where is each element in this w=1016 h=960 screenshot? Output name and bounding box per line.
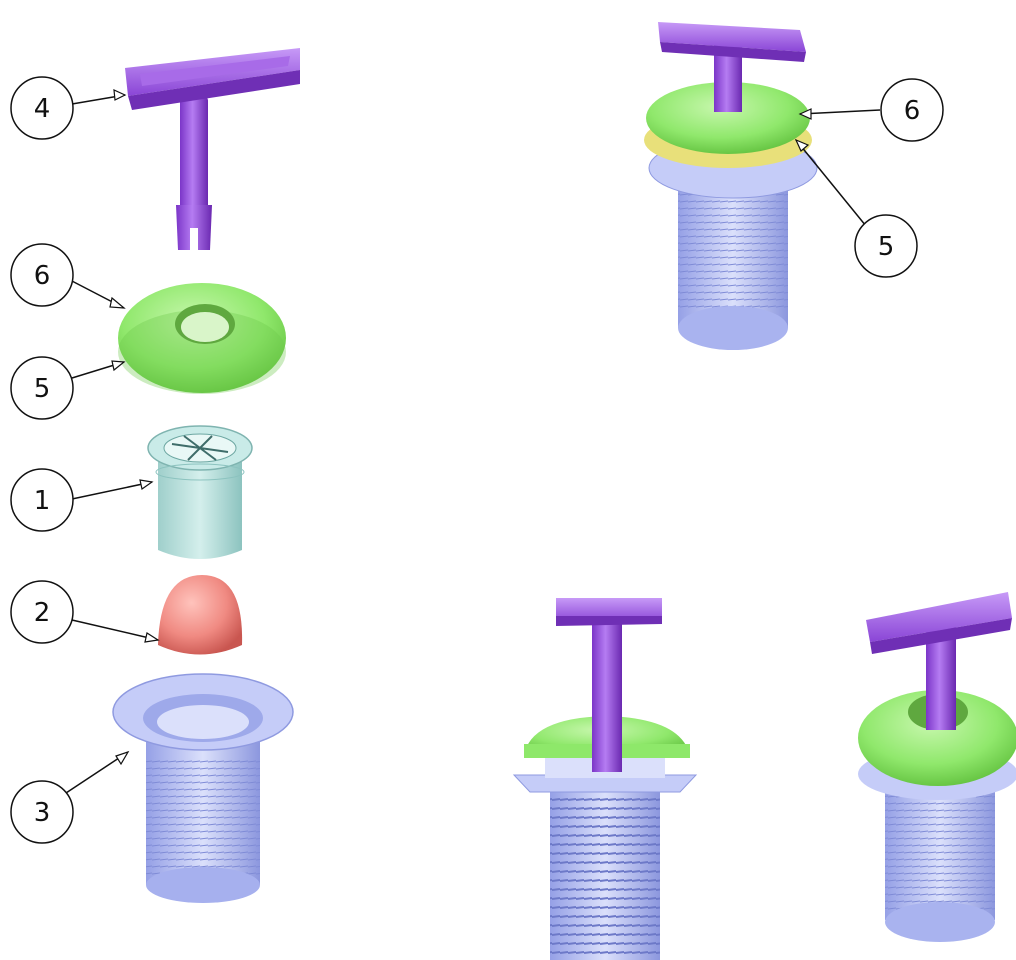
svg-text:1: 1 — [34, 486, 51, 516]
svg-text:2: 2 — [34, 598, 51, 628]
balloon-5-top: 5 — [794, 138, 918, 278]
balloon-3: 3 — [10, 750, 130, 844]
assembled-view-bottom-right — [858, 592, 1016, 942]
svg-text:6: 6 — [904, 96, 921, 126]
svg-text:6: 6 — [34, 261, 51, 291]
balloon-2: 2 — [10, 580, 160, 644]
part-body — [112, 673, 294, 903]
svg-text:5: 5 — [34, 374, 51, 404]
svg-text:4: 4 — [34, 94, 51, 124]
balloon-6: 6 — [10, 243, 126, 309]
balloon-4: 4 — [10, 76, 127, 140]
part-ball — [158, 575, 243, 655]
part-insert — [147, 425, 253, 559]
svg-text:5: 5 — [878, 232, 895, 262]
part-key-tool — [125, 48, 300, 252]
balloon-6-top: 6 — [798, 78, 944, 142]
svg-text:3: 3 — [34, 798, 51, 828]
assembled-view-section — [512, 598, 698, 960]
balloon-5: 5 — [10, 356, 126, 420]
assembled-view-top — [644, 22, 818, 350]
part-trim-ring — [118, 283, 286, 394]
balloon-1: 1 — [10, 468, 154, 532]
